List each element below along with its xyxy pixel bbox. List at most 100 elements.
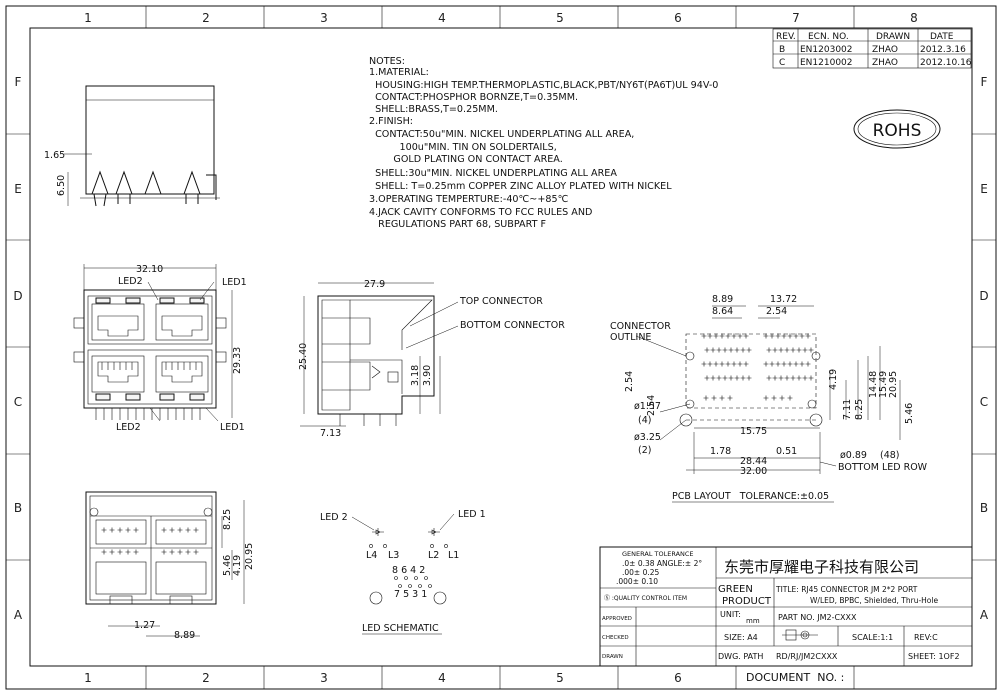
pcb-dim-28-44: 28.44 (740, 456, 767, 467)
pcb-hole (799, 333, 805, 339)
pcb-hole (778, 375, 784, 381)
pcb-hole (725, 333, 731, 339)
note-line: CONTACT:PHOSPHOR BORNZE,T=0.35MM. (369, 92, 578, 103)
pcb-hole (787, 395, 793, 401)
pcb-hole-325: ø3.25 (634, 432, 661, 443)
projection-icon (782, 629, 818, 641)
dwg-path-label: DWG. PATH (718, 652, 763, 661)
bottom-pin (185, 549, 191, 555)
led-pin (424, 576, 428, 580)
bottom-pin (161, 549, 167, 555)
pcb-hole (772, 375, 778, 381)
bottom-pins (101, 527, 199, 555)
tol-two-decimal: .00± 0.25 (622, 568, 660, 577)
rev-header-drawn: DRAWN (876, 32, 910, 42)
pcb-hole (763, 333, 769, 339)
led2-label: LED 2 (320, 512, 348, 523)
rev-row-b-date: 2012.3.16 (920, 45, 966, 55)
pcb-hole (719, 395, 725, 401)
bottom-dim-8-25: 8.25 (222, 509, 233, 530)
side-height-dim: 25.40 (298, 343, 309, 370)
pcb-hole-089-qty: (48) (880, 450, 900, 461)
pcb-caption: PCB LAYOUT TOLERANCE:±0.05 (672, 491, 829, 502)
pcb-hole (805, 333, 811, 339)
pcb-hole (763, 361, 769, 367)
pcb-dim-0-51: 0.51 (776, 446, 797, 457)
pcb-hole (728, 375, 734, 381)
note-line: 100u"MIN. TIN ON SOLDERTAILS, (369, 142, 557, 153)
pcb-hole (734, 375, 740, 381)
grid-row-labels-right: F E D C B A (979, 75, 989, 622)
rev-header-ecn: ECN. NO. (808, 32, 849, 42)
revision-table: REV. ECN. NO. DRAWN DATE B EN1203002 ZHA… (772, 28, 972, 69)
pcb-layout: CONNECTOR OUTLINE 8.89 8.64 13.72 2.54 2… (610, 294, 928, 503)
pcb-hole (796, 375, 802, 381)
led-schematic: LED 2 LED 1 L4 L3 L2 L1 8 6 4 2 7 5 3 1 … (320, 509, 486, 635)
led-pin (398, 584, 402, 588)
pcb-hole (707, 361, 713, 367)
pcb-hole (784, 347, 790, 353)
checked-label: CHECKED (602, 635, 629, 641)
bottom-pin (117, 549, 123, 555)
pcb-hole (719, 333, 725, 339)
grid-col-3-bottom: 3 (320, 671, 328, 685)
pcb-dim-2-54-left2: 2.54 (646, 395, 657, 416)
pcb-hole (746, 375, 752, 381)
pcb-hole (716, 347, 722, 353)
rev-header-date: DATE (930, 32, 954, 42)
bottom-pin (101, 549, 107, 555)
bottom-pin (117, 527, 123, 533)
grid-row-b-right: B (980, 501, 988, 515)
bottom-dim-1-27: 1.27 (134, 620, 155, 631)
approved-label: APPROVED (602, 616, 632, 622)
grid-row-e-right: E (980, 182, 988, 196)
led-pin (414, 576, 418, 580)
pcb-hole (775, 361, 781, 367)
pcb-dim-2-54-top: 2.54 (766, 306, 787, 317)
pcb-hole (713, 361, 719, 367)
bottom-pin (101, 527, 107, 533)
pcb-hole-089: ø0.89 (840, 450, 867, 461)
grid-col-2-bottom: 2 (202, 671, 210, 685)
pcb-hole (727, 395, 733, 401)
side-width-dim: 27.9 (364, 279, 385, 290)
led-pin (404, 576, 408, 580)
pcb-hole (793, 333, 799, 339)
pcb-hole (731, 361, 737, 367)
grid-row-c: C (14, 395, 22, 409)
pcb-hole (779, 395, 785, 401)
grid-row-c-right: C (980, 395, 988, 409)
bottom-dim-4-19: 4.19 (232, 555, 243, 576)
led-pins (394, 576, 432, 588)
pcb-hole (722, 375, 728, 381)
grid-col-7: 7 (792, 11, 800, 25)
bottom-pin (125, 527, 131, 533)
note-line: SHELL:BRASS,T=0.25MM. (369, 104, 498, 115)
grid-row-b: B (14, 501, 22, 515)
pcb-dim-7-11: 7.11 (842, 399, 853, 420)
note-line: SHELL: T=0.25mm COPPER ZINC ALLOY PLATED… (369, 181, 672, 192)
pcb-dim-4-19: 4.19 (828, 369, 839, 390)
note-line: GOLD PLATING ON CONTACT AREA. (369, 154, 563, 165)
side-dim-390: 3.90 (422, 365, 433, 386)
pcb-hole (725, 361, 731, 367)
pcb-hole (719, 361, 725, 367)
front-led2-top: LED2 (118, 276, 143, 287)
led-pin (428, 584, 432, 588)
rev-row-c-drawn: ZHAO (872, 58, 898, 68)
grid-row-labels-left: F E D C B A (13, 75, 23, 622)
rev-row-c-ecn: EN1210002 (800, 58, 853, 68)
led-pin (418, 584, 422, 588)
l4-label: L4 (366, 550, 377, 561)
grid-ticks (6, 6, 996, 689)
pcb-hole (704, 347, 710, 353)
grid-col-labels-top: 1 2 3 4 5 6 7 8 (84, 11, 918, 25)
grid-row-e: E (14, 182, 22, 196)
l2-label: L2 (428, 550, 439, 561)
pins-bottom-row: 7 5 3 1 (394, 589, 427, 600)
pcb-hole (802, 375, 808, 381)
note-line: 4.JACK CAVITY CONFORMS TO FCC RULES AND (369, 207, 592, 218)
rev-header-rev: REV. (776, 32, 796, 42)
bottom-pin (125, 549, 131, 555)
led-pin (394, 576, 398, 580)
